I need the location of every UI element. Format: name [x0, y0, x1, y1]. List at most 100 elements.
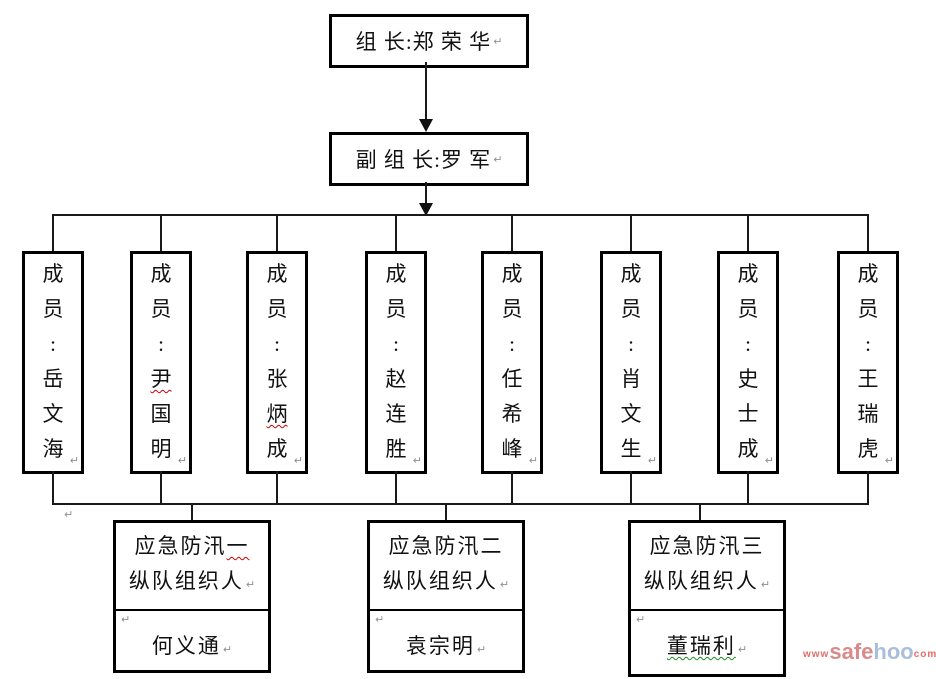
return-mark: ↵	[121, 613, 131, 626]
member-label: 成员	[42, 262, 64, 321]
deputy-label: 副 组 长:罗 军	[355, 148, 492, 172]
member-colon: :	[628, 332, 634, 356]
member-label: 成员	[385, 262, 407, 321]
connector-line	[630, 214, 632, 251]
connector-line	[867, 214, 869, 251]
group-name-cell: ↵ 董瑞利↵	[631, 609, 783, 668]
connector-bus-top	[52, 214, 869, 216]
member-text: 成员:任希峰	[499, 257, 525, 467]
group-name: 董瑞利↵	[631, 631, 783, 665]
group-box-3: 应急防汛三 纵队组织人↵ ↵ 董瑞利↵	[628, 520, 786, 677]
group-name-text: 袁宗明	[405, 634, 475, 658]
return-mark: ↵	[69, 454, 79, 467]
connector-line	[276, 471, 278, 505]
member-box-3: 成员: 张炳成 ↵	[246, 251, 308, 474]
group-name: 何义通↵	[116, 631, 268, 665]
member-box-6: 成员:肖文生 ↵	[600, 251, 662, 474]
member-text: 成员: 王瑞虎	[855, 257, 881, 467]
member-colon: :	[745, 332, 751, 356]
return-mark: ↵	[375, 613, 385, 626]
group-title: 应急防汛三 纵队组织人↵	[631, 523, 783, 609]
return-mark: ↵	[412, 454, 422, 467]
member-box-7: 成员:史士成 ↵	[717, 251, 779, 474]
return-mark: ↵	[245, 578, 256, 591]
return-mark: ↵	[476, 643, 487, 656]
group-name-cell: ↵ 袁宗明↵	[370, 609, 522, 668]
connector-line	[445, 503, 447, 520]
member-name-misspelled: 炳	[266, 402, 288, 426]
connector-line	[425, 62, 427, 120]
watermark-hoo: hoo	[873, 639, 914, 664]
member-name: 肖文生	[620, 367, 642, 461]
connector-line	[511, 471, 513, 505]
group-title-text: 应急防汛三	[649, 534, 765, 558]
connector-line	[630, 471, 632, 505]
member-label: 成员	[150, 262, 172, 321]
group-title-text: 应急防汛二	[388, 534, 504, 558]
member-text: 成员: 张炳成	[264, 257, 290, 467]
connector-line	[276, 214, 278, 251]
connector-line	[699, 503, 701, 520]
return-mark: ↵	[293, 454, 303, 467]
member-name: 张	[266, 367, 288, 391]
member-box-1: 成员: 岳文海 ↵	[22, 251, 84, 474]
connector-line	[52, 214, 54, 251]
member-text: 成员: 岳文海	[40, 257, 66, 467]
member-colon: :	[158, 332, 164, 356]
connector-line	[160, 471, 162, 505]
member-name: 岳文海	[42, 367, 64, 461]
connector-line	[747, 471, 749, 505]
arrow-down-icon	[419, 203, 433, 216]
connector-line	[191, 503, 193, 520]
leader-box: 组 长:郑 荣 华↵	[329, 14, 529, 68]
group-title: 应急防汛一 纵队组织人↵	[116, 523, 268, 609]
arrow-down-icon	[419, 119, 433, 132]
watermark-com: com	[913, 649, 936, 660]
member-box-8: 成员: 王瑞虎 ↵	[837, 251, 899, 474]
return-mark: ↵	[760, 578, 771, 591]
member-text: 成员:史士成	[735, 257, 761, 467]
connector-line	[395, 471, 397, 505]
connector-line	[52, 471, 54, 505]
watermark-www: www	[803, 649, 830, 660]
return-mark: ↵	[493, 34, 503, 48]
group-title-text: 纵队组织人	[643, 569, 759, 593]
leader-label: 组 长:郑 荣 华	[355, 30, 492, 54]
group-name: 袁宗明↵	[370, 631, 522, 665]
return-mark: ↵	[764, 454, 774, 467]
member-text: 成员: 尹国明	[148, 257, 174, 467]
return-mark: ↵	[647, 454, 657, 467]
connector-line	[511, 214, 513, 251]
connector-line	[867, 471, 869, 505]
member-colon: :	[274, 332, 280, 356]
group-title-misspelled: 一	[226, 534, 250, 558]
member-name: 国明	[150, 402, 172, 461]
return-mark: ↵	[884, 454, 894, 467]
member-box-2: 成员:尹国明 ↵	[130, 251, 192, 474]
member-colon: :	[50, 332, 56, 356]
return-mark: ↵	[636, 613, 646, 626]
member-name: 王瑞虎	[857, 367, 879, 461]
deputy-box: 副 组 长:罗 军↵	[329, 132, 529, 186]
return-mark: ↵	[64, 508, 74, 521]
connector-line	[747, 214, 749, 251]
member-label: 成员	[857, 262, 879, 321]
connector-line	[160, 214, 162, 251]
group-name-text: 何义通	[151, 634, 221, 658]
return-mark: ↵	[493, 152, 503, 166]
member-colon: :	[865, 332, 871, 356]
group-box-2: 应急防汛二 纵队组织人↵ ↵ 袁宗明↵	[367, 520, 525, 673]
member-name: 赵连胜	[385, 367, 407, 461]
group-box-1: 应急防汛一 纵队组织人↵ ↵ 何义通↵	[113, 520, 271, 673]
member-name: 史士成	[737, 367, 759, 461]
group-title-text: 纵队组织人	[382, 569, 498, 593]
member-name: 任希峰	[501, 367, 523, 461]
member-box-5: 成员:任希峰 ↵	[481, 251, 543, 474]
member-name-misspelled: 尹	[150, 367, 172, 391]
group-title: 应急防汛二 纵队组织人↵	[370, 523, 522, 609]
connector-line	[425, 182, 427, 204]
member-name: 成	[266, 437, 288, 461]
member-text: 成员:赵连胜	[383, 257, 409, 467]
member-label: 成员	[266, 262, 288, 321]
